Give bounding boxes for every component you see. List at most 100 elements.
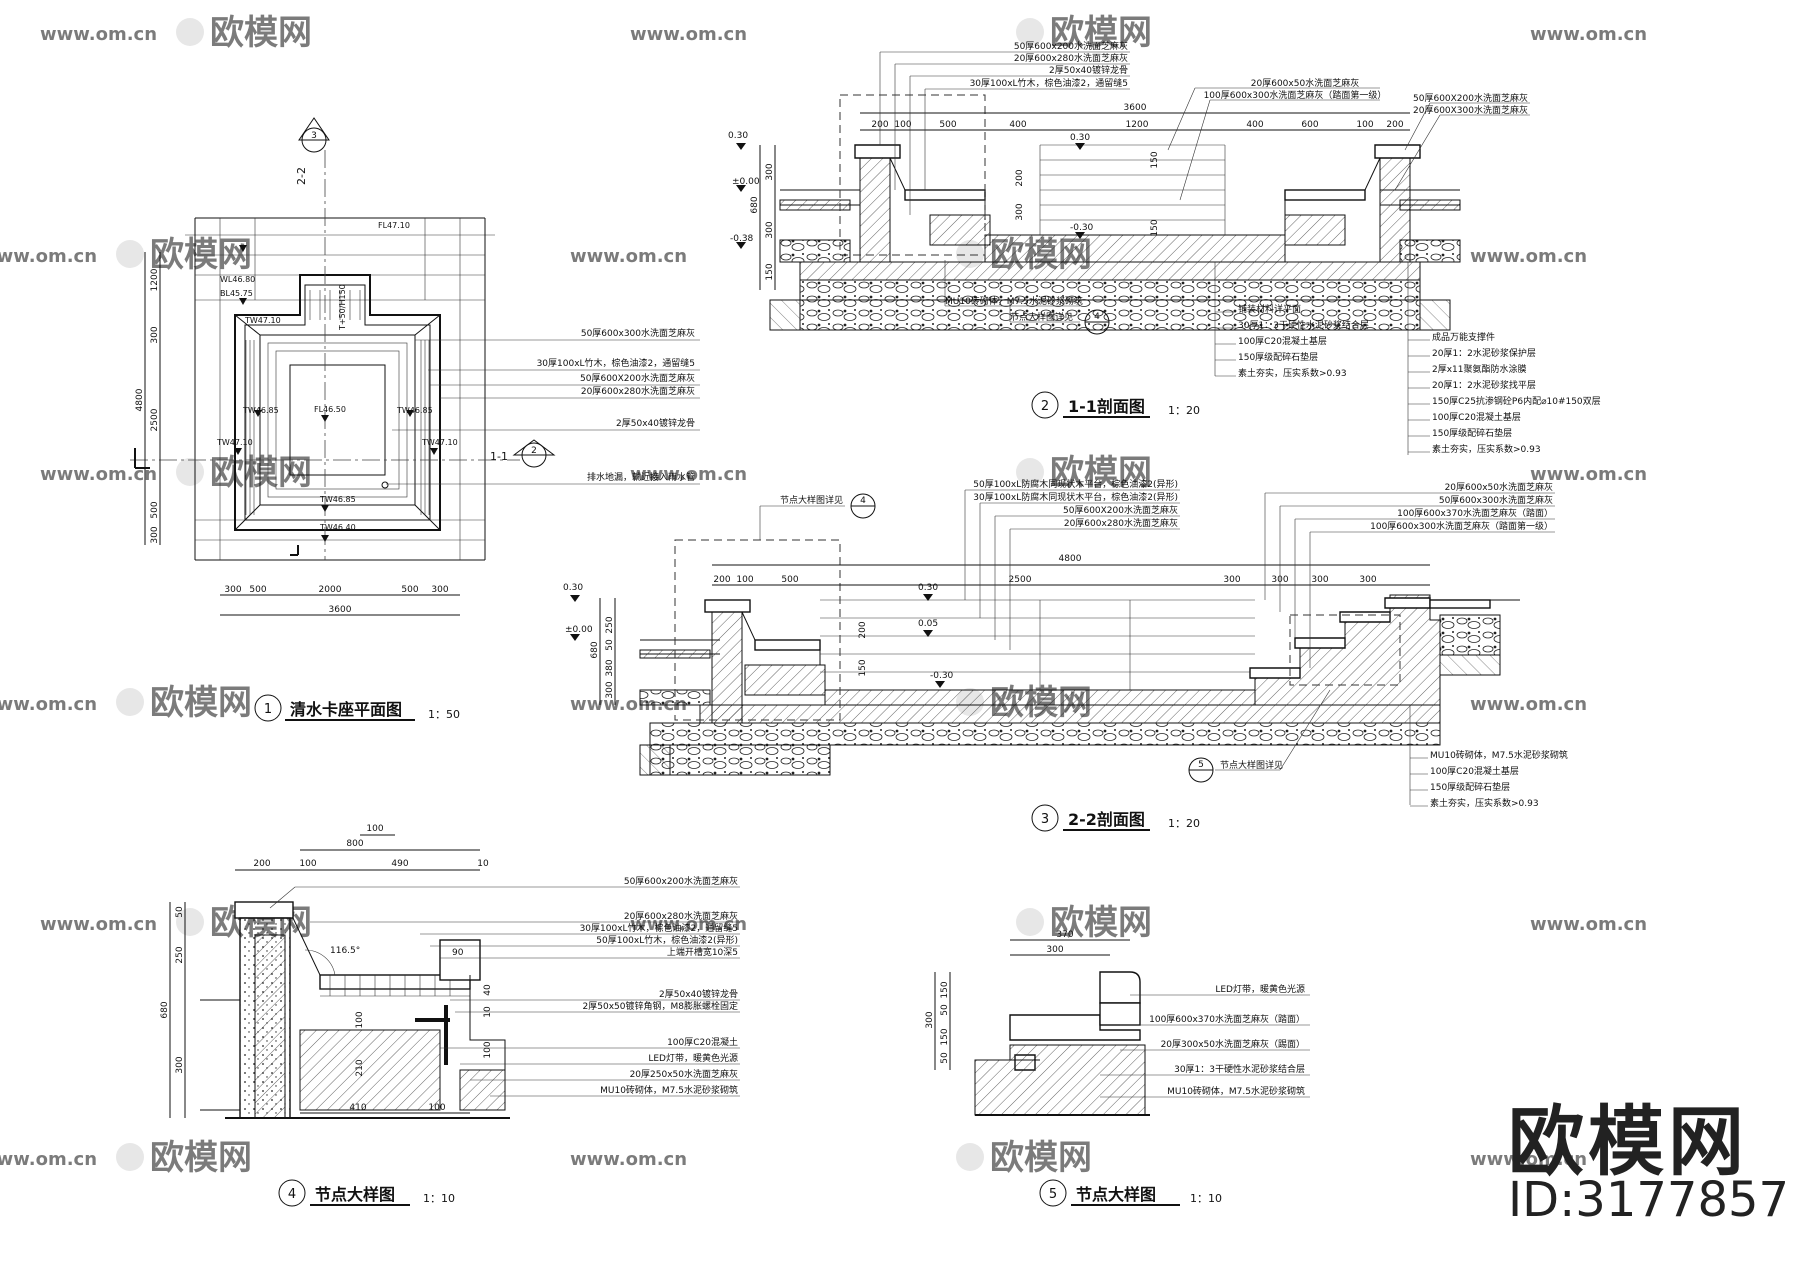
sec2-note: 30厚100xL防腐木同现状木平台，棕色油漆2(异形): [973, 491, 1178, 503]
watermark-logo-icon: [116, 1143, 144, 1171]
sec1-note: 100厚600x300水洗面芝麻灰（踏面第一级）: [1204, 89, 1387, 101]
plan-level-label: FL46.50: [314, 405, 346, 414]
watermark-site-text: www.om.cn: [570, 246, 687, 267]
plan-dim: 500: [150, 501, 160, 518]
sec1-dim: 100: [894, 120, 911, 130]
svg-text:节点大样图: 节点大样图: [315, 1185, 395, 1204]
svg-text:5: 5: [1049, 1187, 1057, 1202]
sec1-note: 素土夯实，压实系数>0.93: [1238, 367, 1347, 379]
detail4-note: LED灯带，暖黄色光源: [648, 1052, 738, 1064]
plan-note: 50厚600x300水洗面芝麻灰: [581, 327, 695, 339]
sec1-note: 铺装材料详平面: [1238, 303, 1301, 315]
sec1-note: 50厚600X200水洗面芝麻灰: [1413, 92, 1528, 104]
watermark-layer: www.om.cn 欧模网 www.om.cn 欧模网 www.om.cn www.om.…: [0, 13, 1647, 1178]
detail4-note: MU10砖砌体，M7.5水泥砂浆砌筑: [600, 1084, 738, 1096]
sec1-level: 0.30: [1070, 133, 1090, 143]
plan-dim: 300: [224, 585, 241, 595]
sec1-note: 成品万能支撑件: [1432, 331, 1495, 343]
detail4-dim: 100: [483, 1041, 493, 1058]
sec2-dim: 2500: [1009, 575, 1032, 585]
detail-5-drawing: 370 300 150 50 300 150 50 LED灯带，暖黄色光源 10…: [925, 930, 1310, 1207]
watermark-logo-icon: [1016, 908, 1044, 936]
section-1-1-drawing: 200 100 500 400 1200 400 600 100 200 360…: [728, 40, 1601, 455]
detail4-dim: 200: [253, 859, 270, 869]
plan-step-note: T+50/H150: [338, 284, 347, 331]
sec1-dim: 200: [1386, 120, 1403, 130]
sec1-note: 20厚600X300水洗面芝麻灰: [1413, 104, 1528, 116]
sec1-note: 2厚50x40镀锌龙骨: [1049, 64, 1128, 76]
detail5-dim: 50: [940, 1004, 950, 1016]
svg-text:1-1剖面图: 1-1剖面图: [1068, 397, 1145, 416]
sec2-title: 3 2-2剖面图 1：20: [1031, 804, 1200, 832]
detail5-note: 100厚600x370水洗面芝麻灰（踏面）: [1149, 1013, 1305, 1025]
sec1-note: 20厚1：2水泥砂浆找平层: [1432, 379, 1536, 391]
plan-section-2-label: 2-2: [295, 167, 308, 185]
sec2-callout-4: 4: [850, 493, 876, 519]
sec2-level: ±0.00: [565, 625, 593, 635]
sec2-note: 150厚级配碎石垫层: [1430, 781, 1510, 793]
sec2-dim: 50: [605, 639, 615, 651]
sec1-level: ±0.00: [732, 177, 760, 187]
detail5-dim: 150: [940, 981, 950, 998]
detail5-dim: 300: [1046, 945, 1063, 955]
plan-dim: 2000: [319, 585, 342, 595]
sec2-dim: 680: [590, 641, 600, 658]
sec2-dim: 300: [1359, 575, 1376, 585]
sec2-dim: 380: [605, 659, 615, 676]
plan-dim: 300: [150, 526, 160, 543]
plan-section-1-label: 1-1: [490, 450, 508, 463]
watermark-site-text: www.om.cn: [630, 464, 747, 485]
watermark-logo-text: 欧模网: [1050, 453, 1152, 493]
watermark-site-text: www.om.cn: [40, 464, 157, 485]
plan-level-label: TW47.10: [244, 316, 281, 325]
detail4-title: 4 节点大样图 1：10: [278, 1179, 455, 1207]
sec1-dim: 400: [1009, 120, 1026, 130]
sec1-level: 0.30: [728, 131, 748, 141]
sec1-level: -0.38: [730, 234, 754, 244]
detail4-note: 20厚600x280水洗面芝麻灰: [624, 910, 738, 922]
detail4-note: 30厚100xL竹木，棕色油漆2，通留缝5: [580, 922, 738, 934]
detail5-dim: 50: [940, 1052, 950, 1064]
watermark-logo-text: 欧模网: [210, 13, 312, 53]
watermark-logo-text: 欧模网: [990, 1138, 1092, 1178]
detail4-note: 2厚50x50镀锌角钢，M8膨胀螺栓固定: [583, 1000, 738, 1012]
plan-dim: 1200: [150, 268, 160, 291]
detail4-dim: 100: [428, 1103, 445, 1113]
detail4-dim: 490: [391, 859, 408, 869]
sec2-note: 100厚C20混凝土基层: [1430, 765, 1519, 777]
sec1-dim: 680: [750, 196, 760, 213]
detail4-note: 2厚50x40镀锌龙骨: [659, 988, 738, 1000]
plan-note: 2厚50x40镀锌龙骨: [616, 417, 695, 429]
svg-text:3: 3: [311, 131, 317, 141]
detail4-note: 50厚600x200水洗面芝麻灰: [624, 875, 738, 887]
watermark-logo-icon: [1016, 18, 1044, 46]
detail5-dim: 150: [940, 1028, 950, 1045]
plan-dim-total: 3600: [329, 605, 352, 615]
plan-note: 排水地漏，就近接入雨水管: [587, 471, 695, 483]
sec1-note: 50厚600x200水洗面芝麻灰: [1014, 40, 1128, 52]
sec2-note: 50厚600x300水洗面芝麻灰: [1439, 494, 1553, 506]
sec2-dim: 250: [605, 616, 615, 633]
sec1-note: 150厚C25抗渗钢砼P6内配⌀10#150双层: [1432, 395, 1601, 407]
sec2-note: 100厚600x370水洗面芝麻灰（踏面）: [1397, 507, 1553, 519]
watermark-site-text: www.om.cn: [570, 1149, 687, 1170]
detail4-note: 上端开槽宽10深5: [667, 946, 738, 958]
plan-level-label: TW46.85: [319, 495, 356, 504]
plan-note: 20厚600x280水洗面芝麻灰: [581, 385, 695, 397]
sec1-note: 20厚600x50水洗面芝麻灰: [1251, 77, 1359, 89]
svg-text:清水卡座平面图: 清水卡座平面图: [290, 700, 402, 719]
detail5-note: MU10砖砌体，M7.5水泥砂浆砌筑: [1167, 1085, 1305, 1097]
plan-dim: 500: [401, 585, 418, 595]
plan-dim: 300: [431, 585, 448, 595]
svg-text:1：10: 1：10: [423, 1192, 455, 1205]
sec1-dim: 100: [1356, 120, 1373, 130]
sec2-note: 20厚600x280水洗面芝麻灰: [1064, 517, 1178, 529]
watermark-logo-text: 欧模网: [210, 453, 312, 493]
sec2-dim: 200: [713, 575, 730, 585]
watermark-site-text: www.om.cn: [40, 24, 157, 45]
sec2-note: 50厚100xL防腐木同现状木平台，棕色油漆2(异形): [973, 478, 1178, 490]
watermark-site-text: www.om.cn: [630, 914, 747, 935]
detail4-dim: 90: [452, 948, 464, 958]
watermark-site-text: www.om.cn: [1470, 246, 1587, 267]
